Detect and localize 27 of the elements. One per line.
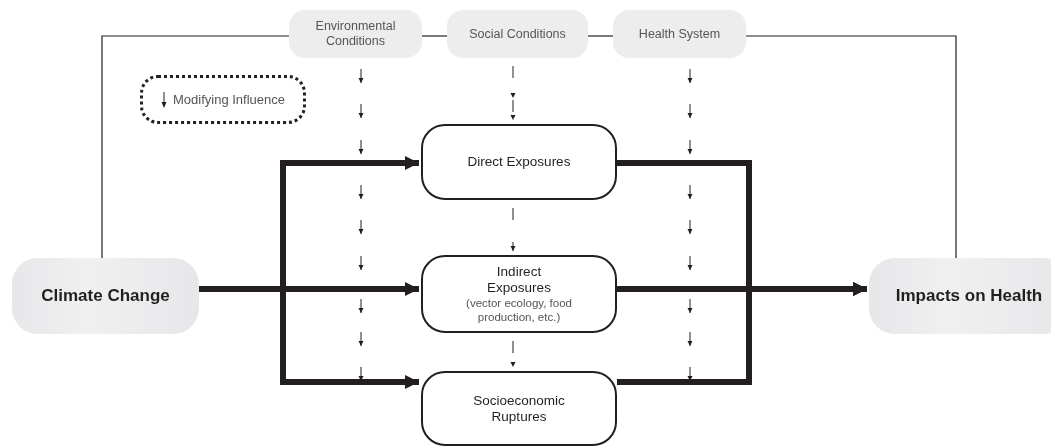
node-label: Environmental Conditions	[314, 19, 397, 49]
node-label: Impacts on Health	[895, 286, 1043, 306]
condition-box	[447, 10, 588, 58]
legend-label: Modifying Influence	[173, 92, 285, 107]
connector-line	[101, 35, 290, 259]
connector-line	[587, 35, 614, 37]
node-label: Direct Exposures	[467, 154, 571, 170]
dashed-arrow	[510, 207, 516, 252]
terminal-box	[12, 258, 199, 334]
node-label: Health System	[638, 26, 721, 42]
dashed-arrow	[510, 65, 516, 121]
node-label: Climate Change	[41, 286, 170, 306]
condition-box	[613, 10, 746, 58]
node-label: Indirect Exposures	[486, 264, 552, 296]
node-note: (vector ecology, food production, etc.)	[465, 296, 573, 324]
node-label: Socioeconomic Ruptures	[472, 392, 566, 425]
connector-line	[745, 35, 957, 259]
thick-arrow	[617, 282, 867, 385]
condition-box	[289, 10, 422, 58]
terminal-box	[869, 258, 1051, 334]
exposure-box	[421, 124, 617, 200]
connector-line	[421, 35, 448, 37]
exposure-box	[421, 371, 617, 446]
thick-arrow	[199, 286, 419, 389]
exposure-box	[421, 255, 617, 333]
node-label: Social Conditions	[469, 26, 566, 42]
dashed-arrow	[510, 340, 516, 368]
